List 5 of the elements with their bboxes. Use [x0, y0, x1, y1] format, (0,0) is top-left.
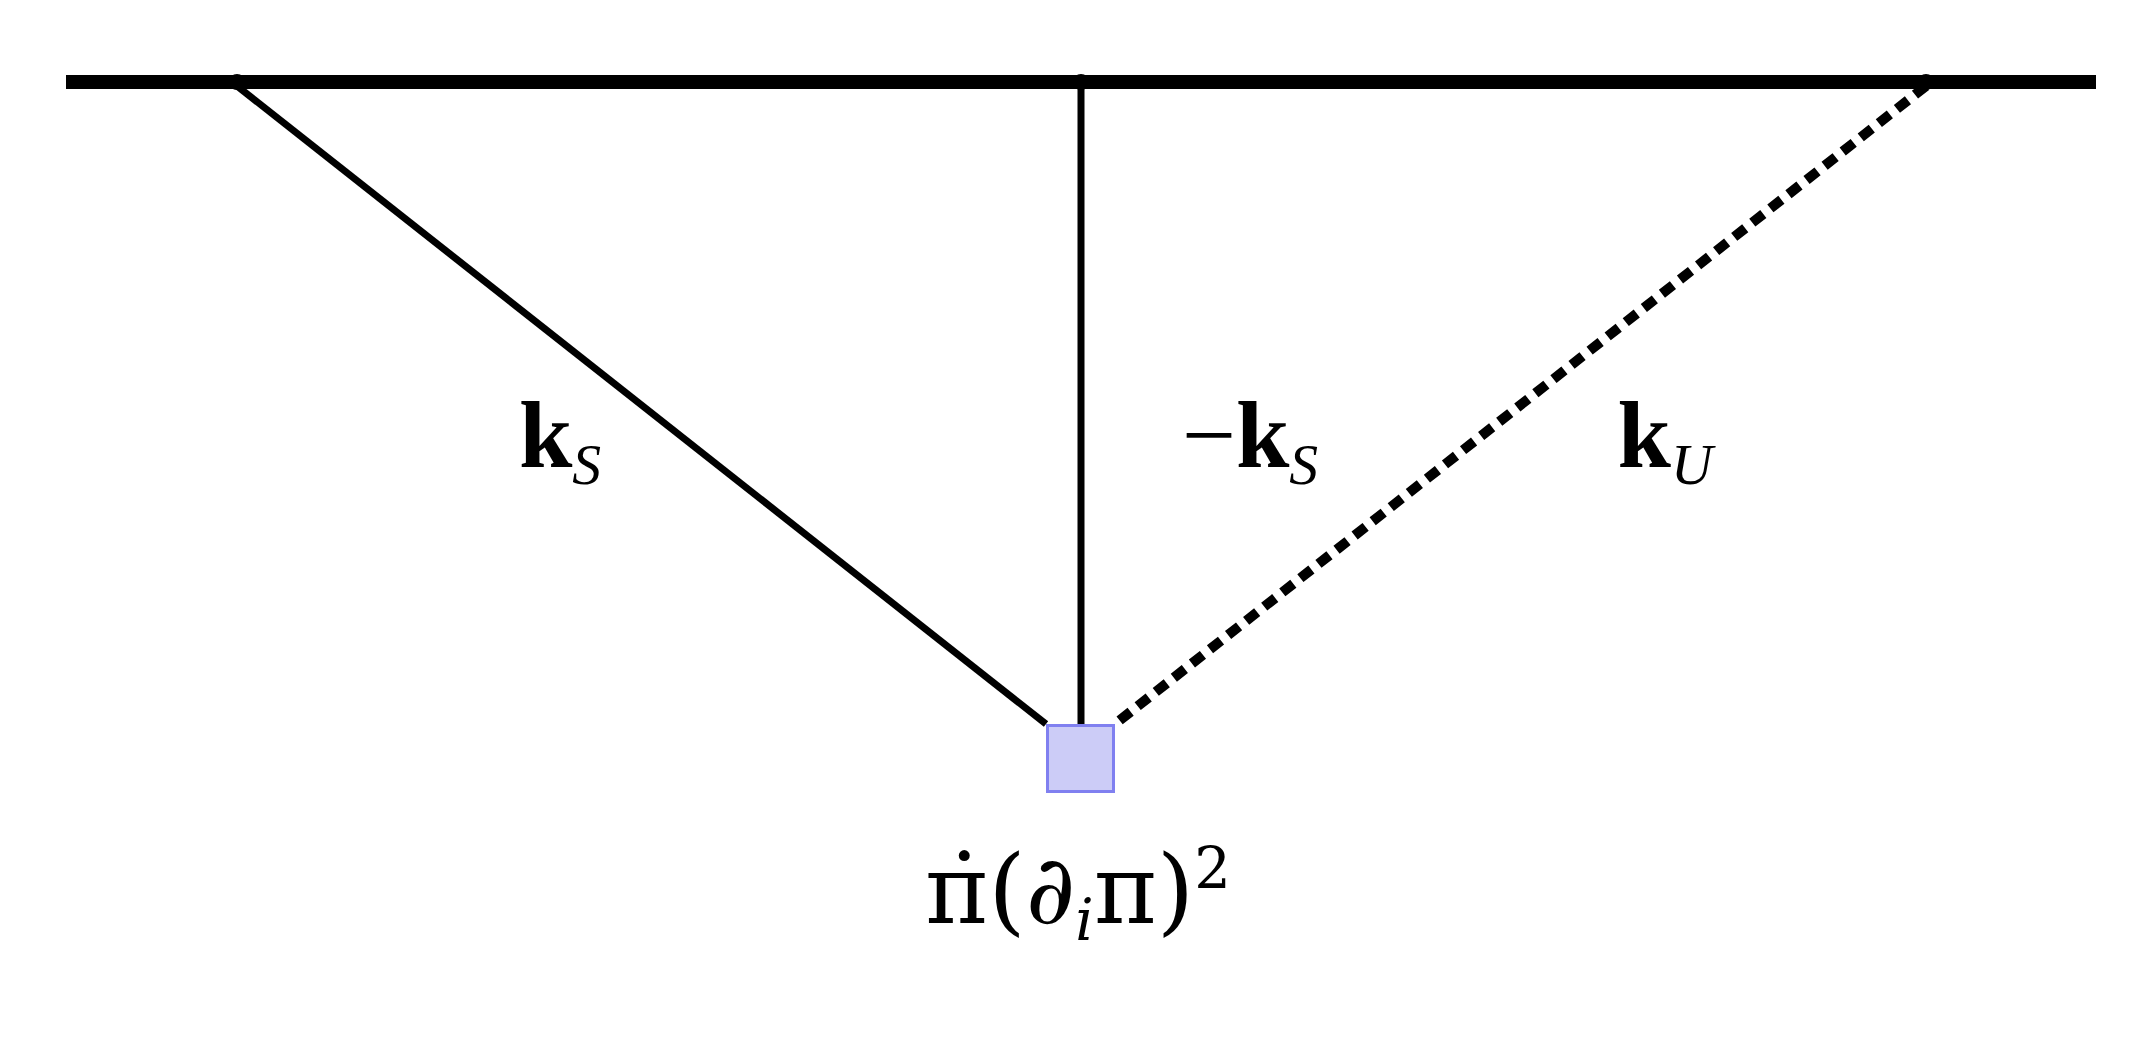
interaction-vertex — [1046, 724, 1115, 793]
edge-label: −k$_{S}$ — [1181, 386, 1319, 494]
vertex-formula: π̇(∂$_{i}$π)$^{2}$ — [925, 840, 1231, 950]
edge-label: k$_{S}$ — [518, 386, 602, 494]
propagator-line — [1077, 86, 1085, 724]
